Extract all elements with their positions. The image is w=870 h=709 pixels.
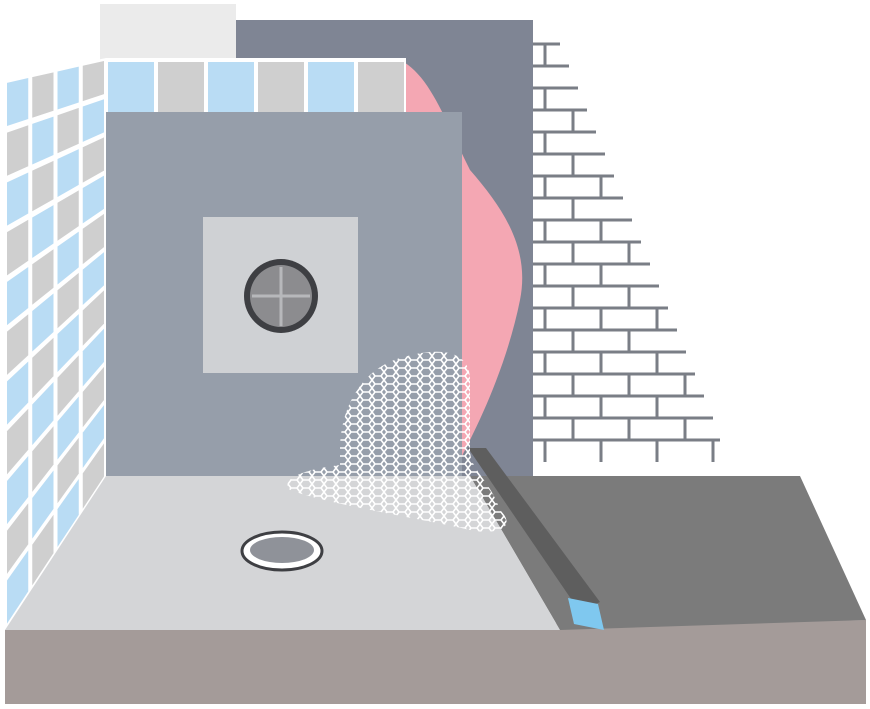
wall-tile [7,78,28,126]
wall-tile [358,62,404,112]
wall-tile [158,62,204,112]
wall-tile [32,72,53,117]
floor-drain-icon [242,532,322,570]
wall-tile [308,62,354,112]
wall-tile [258,62,304,112]
wall-tile [58,67,79,110]
top-block [100,4,236,62]
brick-wall-icon [533,44,720,462]
wall-tile [83,61,104,101]
pipe-outlet-icon [244,259,318,333]
wall-tile [208,62,254,112]
wall-tile [108,62,154,112]
base-slab [5,620,866,704]
